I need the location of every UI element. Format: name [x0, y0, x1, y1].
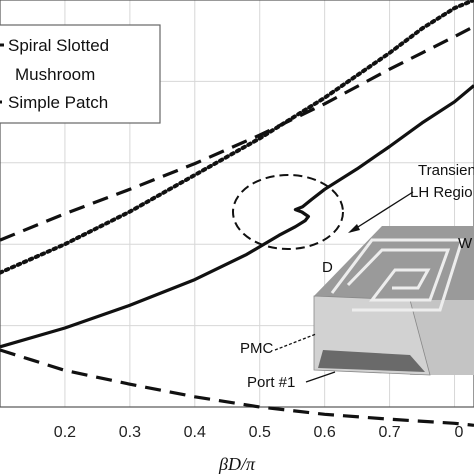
x-tick-label-5: 0.7 — [378, 424, 400, 441]
pmc-label: PMC — [240, 340, 274, 357]
point-d-label: D — [322, 259, 333, 276]
legend-label-mushroom: Mushroom — [15, 65, 95, 84]
legend-label-spiral: Spiral Slotted — [8, 36, 109, 55]
unit-cell-top — [314, 226, 474, 300]
transient-label-line2: LH Regio — [410, 184, 473, 201]
x-axis-label: βD/π — [218, 454, 256, 474]
series-line-simple-patch-3 — [0, 0, 474, 275]
unit-cell-illustration — [313, 226, 474, 376]
pmc-arrow — [274, 333, 317, 351]
series-line-spiral-slotted-0 — [0, 84, 474, 349]
series-line-mushroom-1 — [0, 348, 474, 427]
x-tick-label-4: 0.6 — [314, 424, 336, 441]
legend: Spiral Slotted Mushroom Simple Patch — [0, 24, 161, 124]
transient-label-line1: Transien — [418, 162, 474, 179]
port-arrow — [305, 371, 336, 383]
x-tick-label-0: 0.2 — [54, 424, 76, 441]
plot-frame — [0, 0, 474, 408]
series-line-mushroom-2 — [0, 25, 474, 242]
legend-box — [0, 24, 161, 124]
legend-label-patch: Simple Patch — [8, 93, 108, 112]
wall-label: W — [458, 235, 473, 252]
port-label: Port #1 — [247, 374, 295, 391]
spiral-slot — [330, 238, 465, 312]
transient-arrow — [349, 191, 414, 233]
unit-cell-port-face — [318, 350, 425, 372]
x-tick-labels: 0.2 0.3 0.4 0.5 0.6 0.7 0 — [54, 424, 464, 441]
transient-arrowhead — [348, 224, 360, 233]
unit-cell-side — [410, 300, 474, 375]
x-tick-label-3: 0.5 — [249, 424, 271, 441]
transient-region-ellipse — [232, 174, 344, 250]
x-tick-label-2: 0.4 — [184, 424, 206, 441]
x-tick-label-1: 0.3 — [119, 424, 141, 441]
series-group — [0, 0, 474, 427]
x-tick-label-6: 0 — [455, 424, 464, 441]
